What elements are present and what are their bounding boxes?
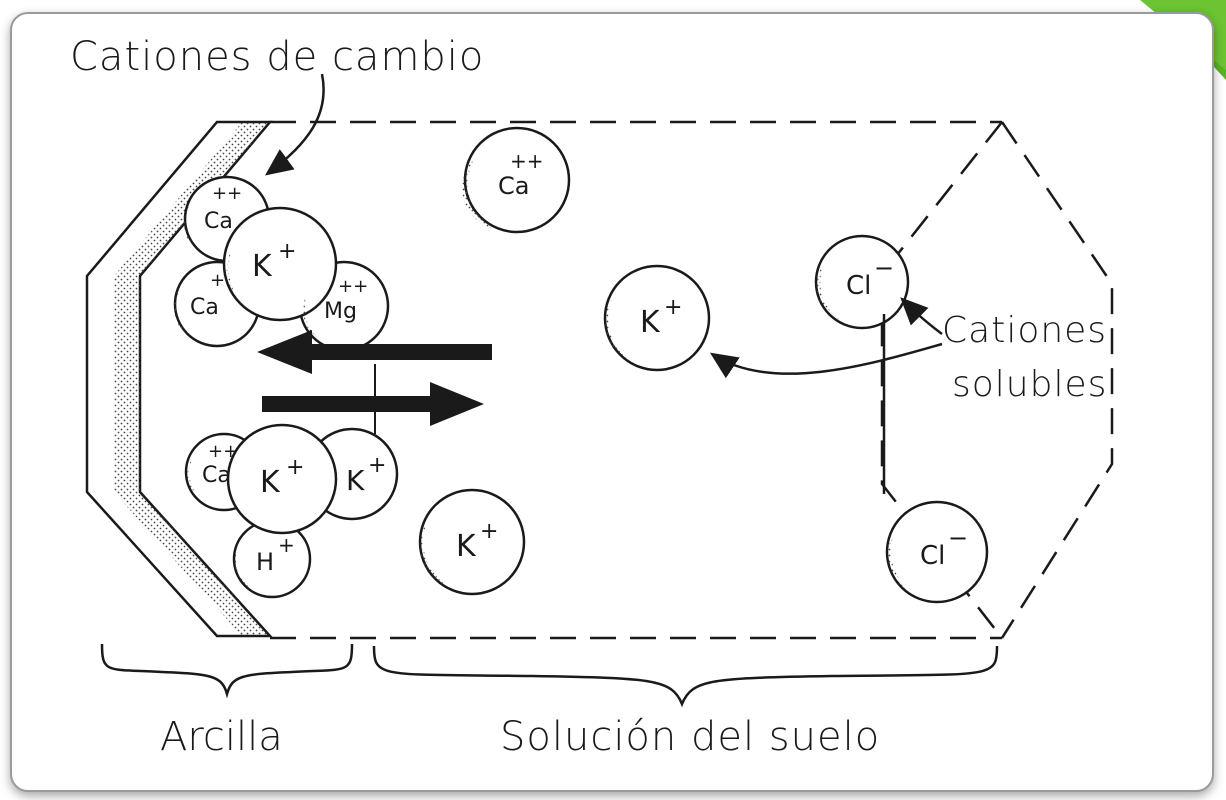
ion-charge-mg: ++ bbox=[338, 276, 368, 297]
ion-label-ca-solution: Ca bbox=[498, 172, 529, 200]
ion-label-k-right: K bbox=[346, 464, 365, 497]
exchange-cations-label: Cationes de cambio bbox=[70, 34, 485, 80]
ion-label-k-solution-mid: K bbox=[640, 305, 661, 340]
ion-k-large-top bbox=[222, 206, 338, 322]
ion-charge-ca-mid: + bbox=[210, 270, 225, 291]
brace-clay bbox=[100, 643, 354, 699]
solution-ions bbox=[418, 126, 989, 604]
ion-labels: Ca ++ Ca + K + Mg ++ Ca ++ K + K + H + C… bbox=[190, 149, 968, 576]
ion-label-ca-top: Ca bbox=[204, 209, 233, 234]
ion-label-ca-bottom: Ca bbox=[202, 463, 231, 488]
exchange-pointer bbox=[264, 73, 325, 176]
soil-solution-label: Solución del suelo bbox=[500, 714, 881, 760]
ion-k-large-bottom bbox=[226, 423, 338, 535]
arrow-left bbox=[257, 330, 492, 374]
ion-charge-k-bottom: + bbox=[286, 455, 304, 480]
ion-charge-k-solution-low: + bbox=[480, 519, 498, 544]
soluble-pointer-k bbox=[709, 342, 943, 379]
brace-solution bbox=[372, 645, 999, 708]
ion-label-k-bottom: K bbox=[260, 465, 281, 500]
ion-charge-ca-bottom: ++ bbox=[208, 441, 238, 462]
ion-charge-ca-top: ++ bbox=[212, 183, 242, 204]
ion-label-k-solution-low: K bbox=[456, 529, 477, 564]
ion-cl-top bbox=[814, 234, 910, 330]
clay-particle bbox=[85, 120, 273, 638]
ion-label-mg: Mg bbox=[324, 299, 357, 324]
ion-charge-ca-solution: ++ bbox=[510, 149, 544, 173]
soluble-cations-label-line2: solubles bbox=[952, 364, 1108, 405]
diagram-frame: Ca ++ Ca + K + Mg ++ Ca ++ K + K + H + C… bbox=[10, 12, 1214, 792]
ion-charge-cl-bottom: − bbox=[948, 524, 968, 552]
ion-charge-k-right: + bbox=[368, 453, 386, 478]
ion-cl-bottom bbox=[885, 500, 989, 604]
ion-label-ca-mid: Ca bbox=[190, 295, 219, 320]
soil-solution-boundary bbox=[270, 120, 1114, 640]
soluble-cations-label-line1: Cationes bbox=[942, 310, 1108, 351]
ion-charge-cl-top: − bbox=[874, 254, 894, 282]
ion-label-cl-top: Cl bbox=[846, 271, 871, 301]
arrow-right bbox=[262, 382, 484, 426]
soluble-pointer-cl bbox=[900, 297, 943, 335]
ion-charge-k-solution-mid: + bbox=[664, 295, 682, 320]
ion-charge-k-top: + bbox=[278, 239, 296, 264]
ion-k-solution-mid bbox=[603, 264, 711, 372]
clay-label: Arcilla bbox=[160, 714, 283, 760]
braces bbox=[100, 643, 999, 708]
cation-exchange-diagram: Ca ++ Ca + K + Mg ++ Ca ++ K + K + H + C… bbox=[85, 73, 1114, 708]
ion-label-k-top: K bbox=[252, 249, 273, 284]
ion-label-h: H bbox=[256, 548, 274, 576]
ion-charge-h: + bbox=[278, 533, 295, 557]
exchange-arrows bbox=[257, 330, 492, 426]
ion-label-cl-bottom: Cl bbox=[920, 541, 945, 571]
